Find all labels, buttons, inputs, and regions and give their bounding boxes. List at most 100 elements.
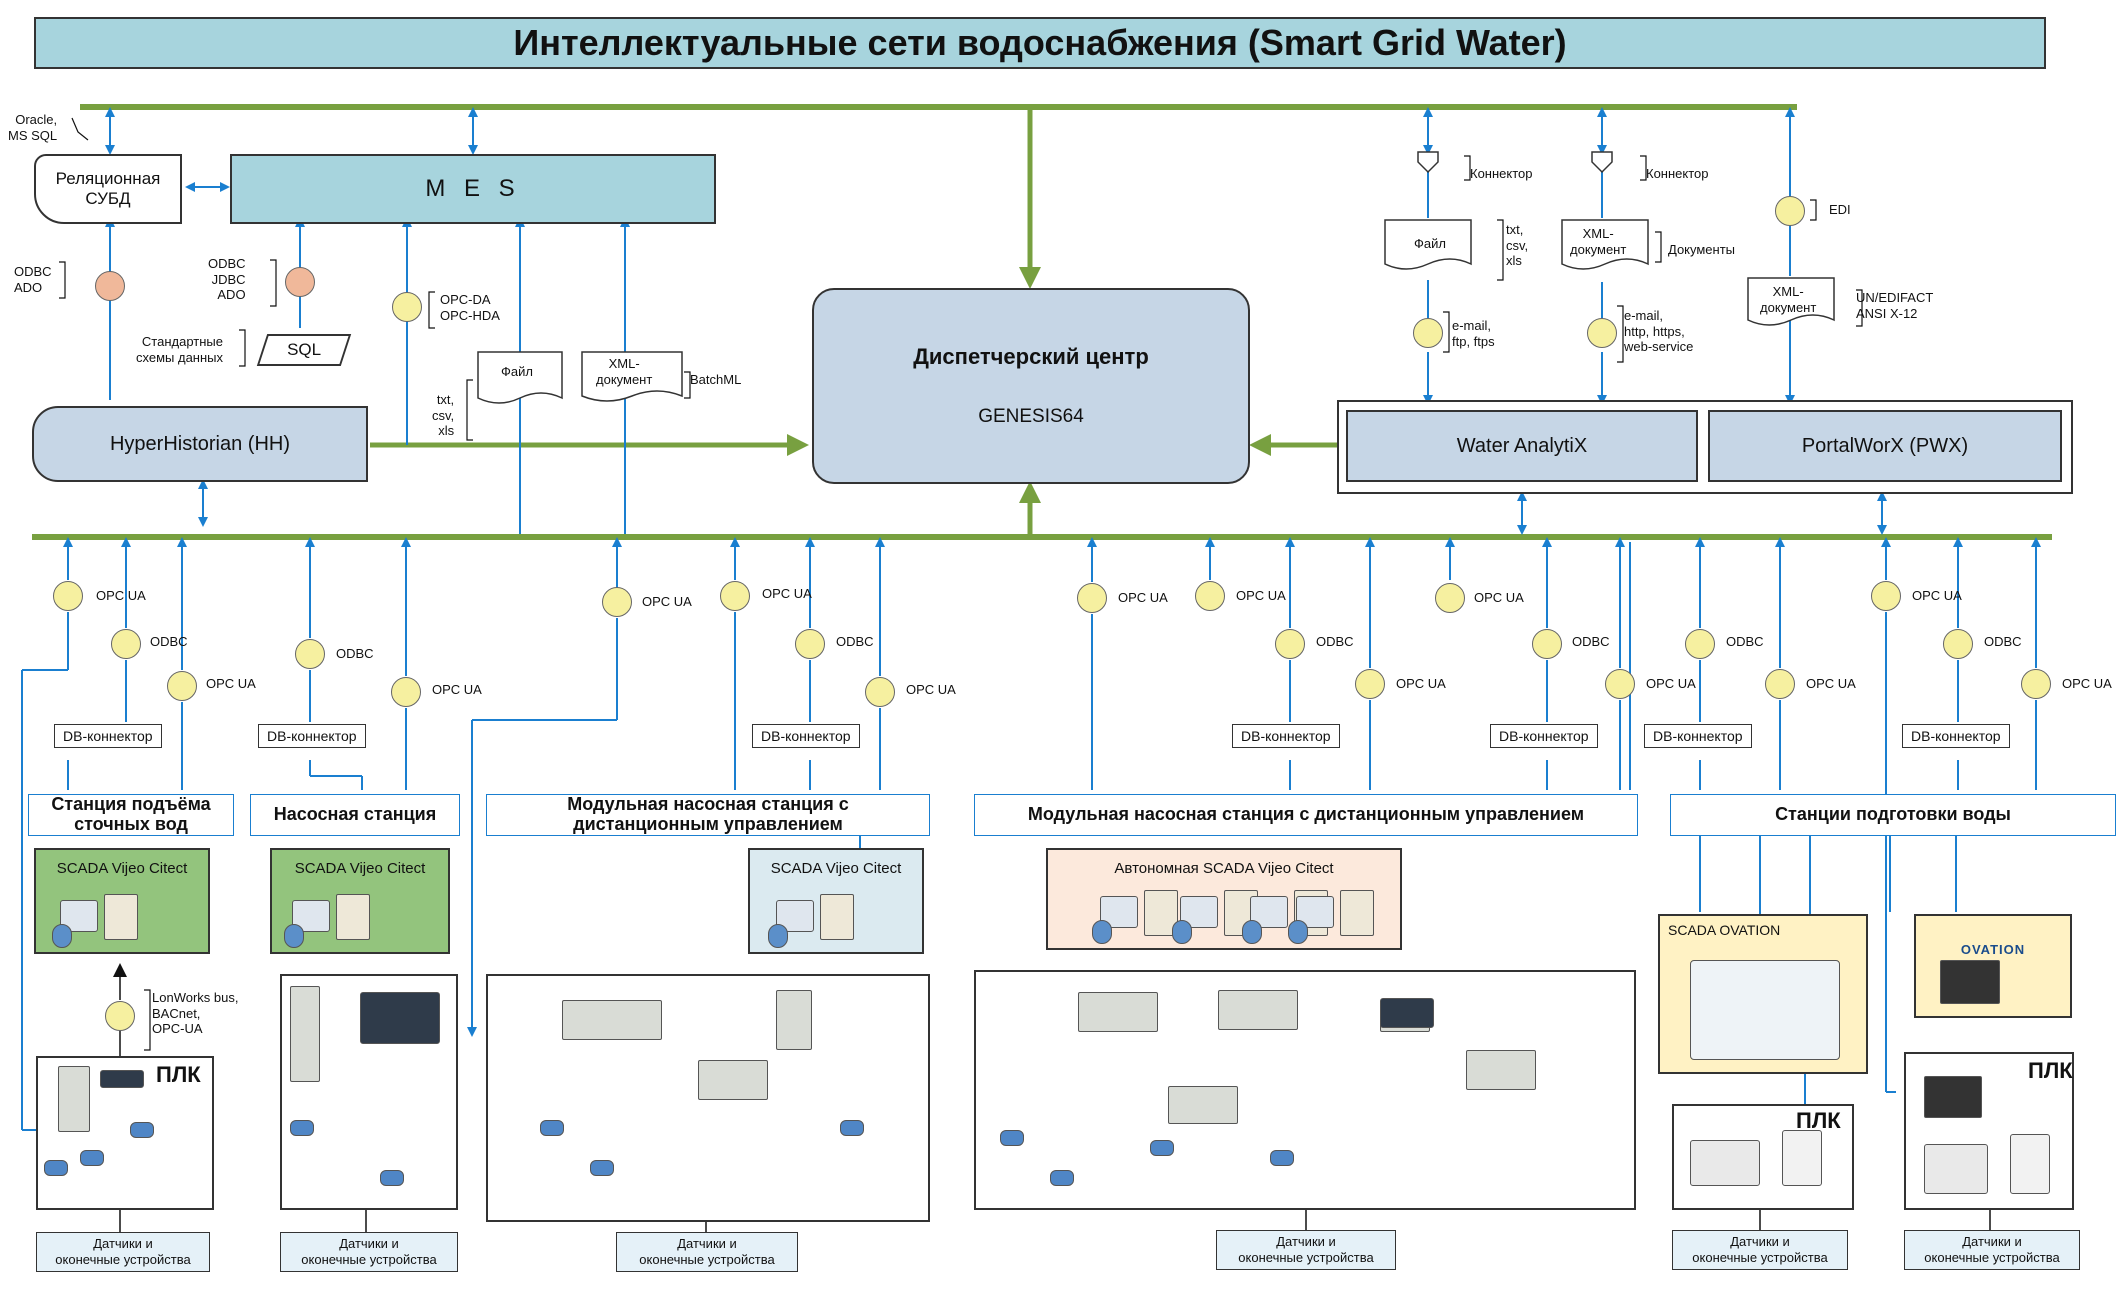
odbc-label: ODBC (336, 646, 374, 661)
opc-ua-label: OPC UA (1806, 676, 1856, 691)
opc-ua-label: OPC UA (762, 586, 812, 601)
connector-label-1: Коннектор (1470, 166, 1533, 181)
sensors-box: Датчики и оконечные устройства (280, 1232, 458, 1272)
std-schemas-label: Стандартные схемы данных (136, 334, 223, 365)
protocol-node-icon (105, 1001, 135, 1031)
dispatch-center-box: Диспетчерский центр GENESIS64 (812, 288, 1250, 484)
pump-icon (80, 1150, 104, 1166)
operator-icon (52, 924, 72, 948)
odbc-label: ODBC (1572, 634, 1610, 649)
hyperhistorian-box: HyperHistorian (HH) (32, 406, 368, 482)
protocol-node-icon (1871, 581, 1901, 611)
operator-icon (768, 924, 788, 948)
protocol-node-icon (392, 292, 422, 322)
odbc-ado-label: ODBC ADO (14, 264, 52, 295)
monitor-icon (1940, 960, 2000, 1004)
protocol-node-icon (391, 677, 421, 707)
email-http-label: e-mail, http, https, web-service (1624, 308, 1694, 355)
protocol-node-icon (1355, 669, 1385, 699)
sensors-box: Датчики и оконечные устройства (616, 1232, 798, 1272)
station-title: Насосная станция (250, 794, 460, 836)
sensors-box: Датчики и оконечные устройства (1672, 1230, 1848, 1270)
sensors-box: Датчики и оконечные устройства (1904, 1230, 2080, 1270)
protocol-node-icon (1587, 318, 1617, 348)
io-module-icon (2010, 1134, 2050, 1194)
protocol-node-icon (865, 677, 895, 707)
protocol-node-icon (795, 629, 825, 659)
db-connector: DB-коннектор (752, 724, 860, 748)
protocol-node-icon (53, 581, 83, 611)
file-label: Файл (501, 364, 533, 379)
station-title: Станции подготовки воды (1670, 794, 2116, 836)
opc-ua-label: OPC UA (1236, 588, 1286, 603)
protocol-node-icon (1765, 669, 1795, 699)
db-connector: DB-коннектор (1232, 724, 1340, 748)
scada-label: Автономная SCADA Vijeo Citect (1114, 860, 1334, 877)
portalworx-box: PortalWorX (PWX) (1708, 410, 2062, 482)
opc-ua-label: OPC UA (96, 588, 146, 603)
db-connector: DB-коннектор (258, 724, 366, 748)
odbc-jdbc-ado-label: ODBC JDBC ADO (208, 256, 246, 303)
pump-icon (1000, 1130, 1024, 1146)
sql-label: SQL (286, 340, 322, 360)
station-title: Модульная насосная станция с дистанционн… (974, 794, 1638, 836)
protocol-node-icon (1605, 669, 1635, 699)
operator-icon (1242, 920, 1262, 944)
sensors-box: Датчики и оконечные устройства (1216, 1230, 1396, 1270)
station-title: Модульная насосная станция с дистанционн… (486, 794, 930, 836)
pump-icon (380, 1170, 404, 1186)
hmi-panel-icon (1380, 998, 1434, 1028)
ovation-network-icon (1690, 960, 1840, 1060)
scada-label: SCADA OVATION (1668, 922, 1781, 938)
bus-lines (32, 104, 2052, 540)
sensor-connectors (113, 963, 1991, 1232)
water-analytix-box: Water AnalytiX (1346, 410, 1698, 482)
hmi-panel-icon (100, 1070, 144, 1088)
protocol-node-icon (1077, 583, 1107, 613)
opc-ua-label: OPC UA (1118, 590, 1168, 605)
server-icon (1340, 890, 1374, 936)
plc-label: ПЛК (2028, 1058, 2073, 1083)
operator-icon (1092, 920, 1112, 944)
odbc-label: ODBC (1726, 634, 1764, 649)
ovation-logo: OVATION (1960, 942, 2026, 957)
operator-icon (1172, 920, 1192, 944)
server-icon (336, 894, 370, 940)
protocol-node-icon (285, 267, 315, 297)
odbc-label: ODBC (1316, 634, 1354, 649)
opc-ua-label: OPC UA (1396, 676, 1446, 691)
connector-label-2: Коннектор (1646, 166, 1709, 181)
txt-csv-xls-label: txt, csv, xls (432, 392, 455, 439)
bottom-links (21, 537, 2041, 1131)
xml-doc-right-label: XML- документ (1570, 226, 1627, 257)
lonworks-label: LonWorks bus, BACnet, OPC-UA (152, 990, 239, 1037)
db-connector: DB-коннектор (1490, 724, 1598, 748)
opc-ua-label: OPC UA (206, 676, 256, 691)
protocol-node-icon (1435, 583, 1465, 613)
label-brackets (59, 117, 1863, 1051)
opc-ua-label: OPC UA (642, 594, 692, 609)
pump-icon (290, 1120, 314, 1136)
protocol-node-icon (111, 629, 141, 659)
db-connector: DB-коннектор (1902, 724, 2010, 748)
protocol-node-icon (1195, 581, 1225, 611)
txt-csv-xls-right-label: txt, csv, xls (1506, 222, 1529, 269)
plc-module-icon (1078, 992, 1158, 1032)
scada-label: SCADA Vijeo Citect (770, 860, 902, 877)
sql-box: SQL (256, 334, 352, 366)
rdbms-box: Реляционная СУБД (34, 154, 182, 224)
plc-module-icon (1168, 1086, 1238, 1124)
dispatch-title: Диспетчерский центр (913, 344, 1149, 370)
pump-icon (590, 1160, 614, 1176)
opc-da-hda-label: OPC-DA OPC-HDA (440, 292, 500, 323)
station-title: Станция подъёма сточных вод (28, 794, 234, 836)
batchml-label: BatchML (690, 372, 742, 387)
protocol-node-icon (295, 639, 325, 669)
controller-cabinet-icon (1690, 1140, 1760, 1186)
dispatch-subtitle: GENESIS64 (978, 405, 1084, 427)
opc-ua-label: OPC UA (1474, 590, 1524, 605)
un-edifact-label: UN/EDIFACT ANSI X-12 (1856, 290, 1934, 321)
opc-ua-label: OPC UA (432, 682, 482, 697)
